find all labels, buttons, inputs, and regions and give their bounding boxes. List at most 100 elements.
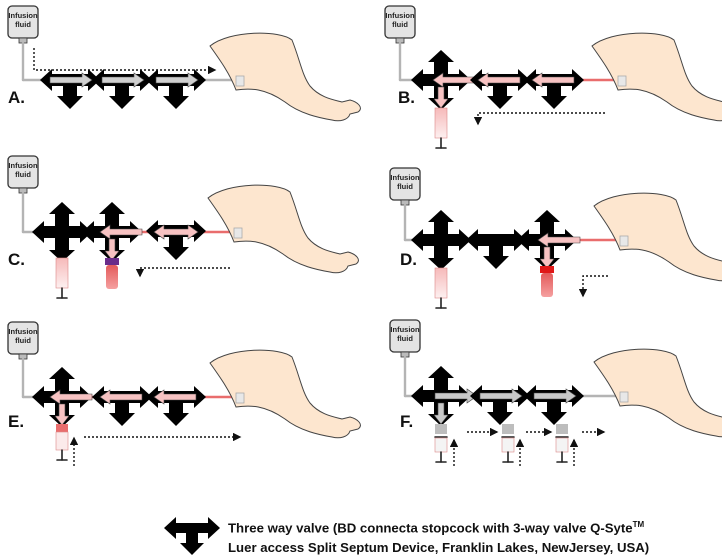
syringe-barrel (434, 267, 448, 299)
panel-label: E. (8, 412, 24, 431)
legend-line-1-text: Three way valve (BD connecta stopcock wi… (228, 520, 633, 536)
syringe-barrel (434, 107, 448, 139)
flow-down-arrow-icon (54, 403, 70, 426)
arm-outline (209, 32, 361, 122)
flow-down-arrow-icon (433, 86, 449, 109)
syringe-fluid (556, 424, 568, 434)
bag-label-line1: Infusion (8, 161, 38, 170)
syringe-fluid (435, 424, 447, 434)
panel-label: B. (398, 88, 415, 107)
three-way-valve-icon (40, 69, 100, 109)
three-way-valve-icon (32, 202, 92, 262)
patient-arm (591, 32, 722, 122)
flow-direction-arrow (135, 267, 230, 278)
syringe (434, 267, 448, 309)
syringe (555, 437, 569, 463)
three-way-valve-legend-icon (164, 517, 220, 555)
bag-label-line1: Infusion (385, 11, 415, 20)
cannula (235, 75, 245, 87)
tube-cap (540, 266, 554, 273)
flow-down-arrow-icon (104, 238, 120, 261)
patient-arm (593, 348, 722, 438)
bag-label-line2: fluid (15, 336, 31, 345)
patient-arm (207, 184, 359, 274)
three-way-valve-icon (146, 386, 206, 426)
bag-label-line2: fluid (397, 182, 413, 191)
syringe-barrel (55, 431, 69, 451)
three-way-valve-icon (146, 69, 206, 109)
syringe-fluid (502, 424, 514, 434)
three-way-valve-icon (466, 229, 526, 269)
flow-arrow-icon (533, 388, 577, 404)
legend: Three way valve (BD connecta stopcock wi… (162, 514, 722, 557)
tube-body (106, 265, 118, 289)
syringe (501, 437, 515, 463)
flow-direction-arrow (578, 275, 608, 298)
bag-label-line2: fluid (397, 334, 413, 343)
arm-outline (209, 349, 361, 439)
flow-arrow-icon (101, 72, 145, 88)
bag-label-line2: fluid (15, 170, 31, 179)
flow-arrow-icon (432, 72, 476, 88)
flow-direction-arrow (33, 48, 217, 75)
tube-body (541, 273, 553, 297)
cannula (233, 227, 243, 239)
flow-down-arrow-icon (539, 246, 555, 269)
syringe (434, 437, 448, 463)
flow-arrow-icon (531, 72, 575, 88)
blood-tube (105, 258, 119, 289)
arm-outline (591, 32, 722, 122)
arm-outline (207, 184, 359, 274)
bag-label-line1: Infusion (8, 11, 38, 20)
flow-arrow-icon (434, 388, 478, 404)
bag-label-line2: fluid (392, 20, 408, 29)
syringe-barrel (501, 437, 515, 453)
bag-label-line1: Infusion (8, 327, 38, 336)
three-way-valve-icon (470, 69, 530, 109)
flow-arrow-icon (479, 388, 523, 404)
flow-arrow-icon (155, 72, 199, 88)
flow-arrow-icon (49, 72, 93, 88)
flow-arrow-icon (99, 389, 143, 405)
flow-arrow-icon (49, 389, 93, 405)
three-way-valve-icon (524, 69, 584, 109)
legend-caption: Three way valve (BD connecta stopcock wi… (228, 515, 649, 558)
syringe-tip-blood (56, 424, 68, 432)
patient-arm (209, 32, 361, 122)
arm-outline (593, 192, 722, 282)
trademark-superscript: TM (632, 520, 645, 529)
syringe-barrel (55, 257, 69, 289)
panel-label: D. (400, 250, 417, 269)
flow-direction-arrow (473, 112, 605, 126)
panel-label: F. (400, 412, 413, 431)
three-way-valve-icon (470, 385, 530, 425)
bag-label-line2: fluid (15, 20, 31, 29)
three-way-valve-icon (92, 386, 152, 426)
patient-arm (593, 192, 722, 282)
cannula (617, 75, 627, 87)
cannula (619, 391, 629, 403)
three-way-valve-icon (411, 210, 471, 270)
legend-line-2: Luer access Split Septum Device, Frankli… (228, 540, 650, 556)
syringe (55, 257, 69, 299)
three-way-valve-icon (146, 220, 206, 260)
flow-arrow-icon (153, 389, 197, 405)
bag-label-line1: Infusion (390, 173, 420, 182)
flow-arrow-icon (537, 232, 581, 248)
flow-arrow-icon (99, 224, 143, 240)
panel-label: C. (8, 250, 25, 269)
legend-line-1: Three way valve (BD connecta stopcock wi… (228, 515, 649, 538)
syringe-barrel (434, 437, 448, 453)
flow-down-arrow-icon (433, 402, 449, 425)
